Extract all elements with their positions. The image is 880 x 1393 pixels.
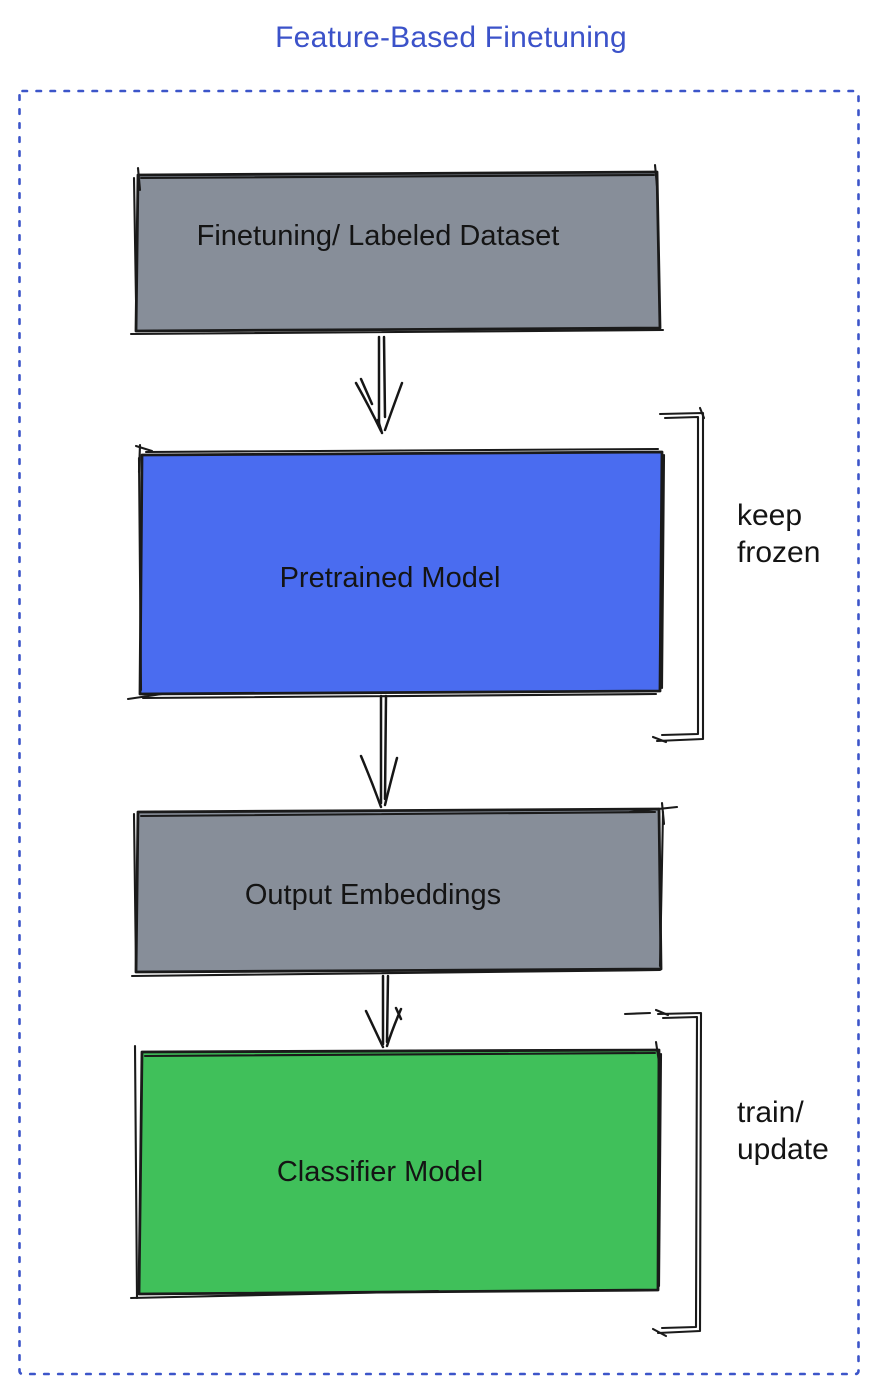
classifier-model-box [129,1040,663,1300]
finetuning-dataset-box [129,163,665,336]
arrow-down-icon [364,974,403,1049]
pretrained-model-label: Pretrained Model [279,562,501,594]
pretrained-model-box [126,443,666,701]
output-embeddings-fill [136,809,661,972]
keep-frozen-label: keep frozen [737,499,821,569]
arrow-down-icon [354,335,404,435]
right-square-bracket-icon [623,1008,703,1338]
classifier-model-fill [139,1050,659,1294]
dashed-border [18,89,860,1376]
finetuning-dataset-label: Finetuning/ Labeled Dataset [196,220,560,252]
diagram-title: Feature-Based Finetuning [275,21,627,54]
classifier-model-label: Classifier Model [276,1156,484,1188]
arrow-down-icon [359,694,399,809]
train-update-label: train/ update [737,1096,829,1166]
finetuning-dataset-fill [136,172,660,331]
output-embeddings-label: Output Embeddings [244,879,502,911]
right-square-bracket-icon [651,406,706,744]
pretrained-model-fill [140,452,662,694]
output-embeddings-box [130,801,679,978]
